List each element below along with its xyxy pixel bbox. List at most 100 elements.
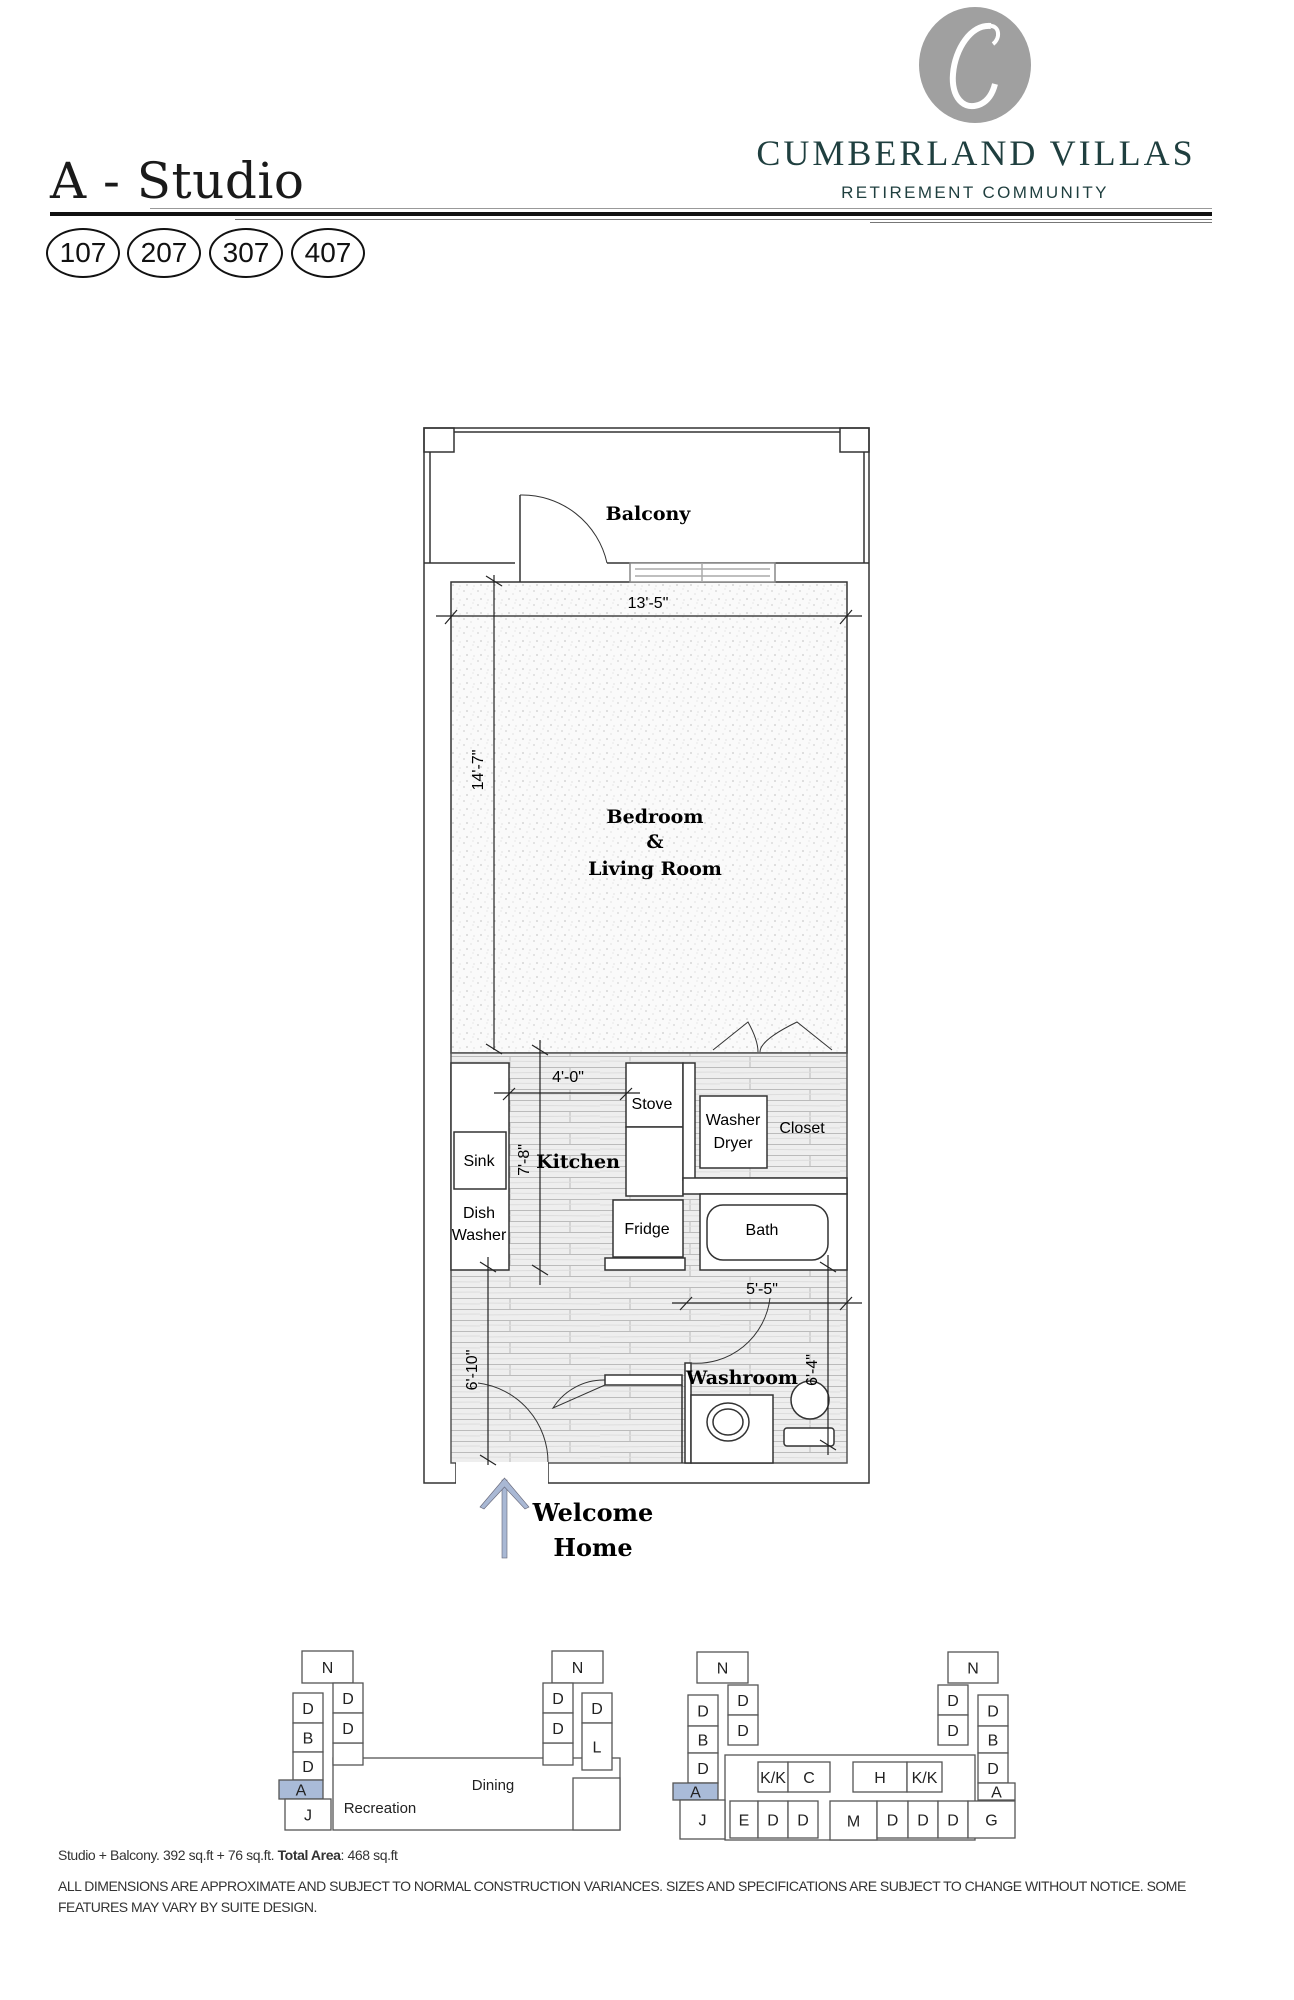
key-plan-label: D bbox=[342, 1721, 354, 1738]
key-plan-area-label: Recreation bbox=[344, 1800, 417, 1817]
key-plan-unit bbox=[757, 1761, 789, 1793]
key-plan-label: K/K bbox=[912, 1770, 938, 1787]
key-plan-unit bbox=[284, 1798, 332, 1831]
fixture-dishwasher-line2: Washer bbox=[452, 1227, 507, 1244]
building-key-plans: NDBDAJDDNDDDLRecreationDiningNDBDAJDDK/K… bbox=[278, 1650, 1016, 1841]
brand-tagline: RETIREMENT COMMUNITY bbox=[841, 183, 1109, 202]
key-plan-unit bbox=[937, 1684, 969, 1716]
key-plan-label: A bbox=[991, 1785, 1002, 1802]
room-label-washroom: Washroom bbox=[685, 1367, 798, 1389]
dimension-washroom-depth: 6'-4" bbox=[804, 1354, 821, 1386]
key-plan-label: D bbox=[917, 1813, 929, 1830]
key-plan-label: B bbox=[303, 1731, 314, 1748]
key-plan-label: D bbox=[887, 1813, 899, 1830]
key-plan-unit bbox=[542, 1742, 574, 1766]
key-plan-label: D bbox=[552, 1691, 564, 1708]
total-area-label: Total Area bbox=[277, 1847, 341, 1863]
room-label-bedroom-amp: & bbox=[646, 831, 663, 853]
key-plan-label: D bbox=[342, 1691, 354, 1708]
total-area-value: : 468 sq.ft bbox=[340, 1847, 398, 1863]
key-plan-unit bbox=[332, 1742, 364, 1766]
unit-number: 307 bbox=[209, 228, 283, 278]
page-title: A - Studio bbox=[50, 152, 305, 210]
key-plan-unit bbox=[542, 1712, 574, 1744]
fixture-sink: Sink bbox=[463, 1153, 495, 1170]
key-plan-unit bbox=[906, 1761, 943, 1793]
entry-label-line2: Home bbox=[553, 1533, 632, 1562]
key-plan-unit bbox=[581, 1722, 613, 1771]
key-plan-label: D bbox=[947, 1813, 959, 1830]
title-rule-thin bbox=[870, 222, 1212, 223]
key-plan-unit bbox=[332, 1757, 621, 1831]
fixture-fridge: Fridge bbox=[624, 1221, 669, 1238]
dimension-bedroom-depth: 14'-7" bbox=[470, 750, 487, 791]
key-plan-label: A bbox=[296, 1783, 307, 1800]
key-plan-label: D bbox=[987, 1761, 999, 1778]
floor-plan: Balcony Bedroom & Living Room Kitchen Wa… bbox=[423, 427, 870, 1562]
key-plan-unit bbox=[696, 1651, 749, 1684]
key-plan-unit bbox=[977, 1782, 1016, 1801]
dimension-entry-depth: 6'-10" bbox=[464, 1350, 481, 1391]
key-plan-label: D bbox=[947, 1693, 959, 1710]
key-plan-unit bbox=[727, 1684, 759, 1716]
key-plan-unit bbox=[787, 1761, 831, 1793]
key-plan-unit bbox=[572, 1777, 621, 1831]
key-plan-label: J bbox=[699, 1813, 707, 1830]
key-plan-unit bbox=[852, 1761, 908, 1793]
key-plan-unit bbox=[581, 1692, 613, 1724]
title-rule bbox=[50, 212, 1212, 216]
key-plan-unit bbox=[332, 1682, 364, 1714]
key-plan-unit bbox=[937, 1714, 969, 1746]
key-plan-label: D bbox=[697, 1704, 709, 1721]
logo-monogram bbox=[919, 7, 1031, 123]
title-rule-thin bbox=[235, 219, 1212, 220]
key-plan-label: H bbox=[874, 1770, 886, 1787]
key-plan-unit bbox=[542, 1682, 574, 1714]
unit-number: 207 bbox=[127, 228, 201, 278]
dimension-kitchen-width: 4'-0" bbox=[552, 1069, 584, 1086]
dimension-kitchen-depth: 7'-8" bbox=[516, 1144, 533, 1176]
room-label-bedroom: Bedroom bbox=[607, 806, 704, 828]
key-plan-unit bbox=[829, 1800, 878, 1841]
key-plan-unit bbox=[292, 1722, 324, 1753]
key-plan-unit bbox=[787, 1800, 819, 1839]
entry-label-line1: Welcome bbox=[532, 1498, 654, 1527]
key-plan-label: J bbox=[304, 1808, 312, 1825]
fixture-closet: Closet bbox=[779, 1120, 825, 1137]
key-plan-unit bbox=[727, 1714, 759, 1746]
fixture-bath: Bath bbox=[746, 1222, 779, 1239]
key-plan-label: D bbox=[947, 1723, 959, 1740]
key-plan-label: N bbox=[322, 1660, 334, 1677]
key-plan-label: E bbox=[739, 1813, 750, 1830]
fixture-washer: Washer bbox=[706, 1112, 761, 1129]
key-plan-label: D bbox=[797, 1813, 809, 1830]
key-plan-label: L bbox=[593, 1740, 602, 1757]
room-label-balcony: Balcony bbox=[606, 503, 692, 525]
unit-number: 107 bbox=[46, 228, 120, 278]
key-plan-unit bbox=[977, 1694, 1009, 1727]
key-plan-label: C bbox=[803, 1770, 815, 1787]
dimension-washroom-width: 5'-5" bbox=[746, 1281, 778, 1298]
key-plan-unit bbox=[977, 1752, 1009, 1784]
room-label-living-room: Living Room bbox=[588, 858, 722, 880]
disclaimer: ALL DIMENSIONS ARE APPROXIMATE AND SUBJE… bbox=[58, 1878, 1186, 1915]
dimension-bedroom-width: 13'-5" bbox=[628, 595, 669, 612]
key-plan-label: M bbox=[847, 1814, 860, 1831]
key-plan-unit bbox=[876, 1800, 909, 1839]
brand-name: CUMBERLAND VILLAS bbox=[756, 133, 1196, 173]
key-plan-label: D bbox=[552, 1721, 564, 1738]
key-plan-label: N bbox=[572, 1660, 584, 1677]
key-plan-unit bbox=[551, 1650, 604, 1684]
entry-arrow-icon bbox=[479, 1477, 530, 1559]
key-plan-label: A bbox=[690, 1785, 701, 1802]
key-plan-label: K/K bbox=[760, 1770, 786, 1787]
key-plan-area-label: Dining bbox=[472, 1777, 515, 1794]
key-plan-label: D bbox=[737, 1723, 749, 1740]
fixture-stove: Stove bbox=[632, 1096, 673, 1113]
key-plan-label: N bbox=[717, 1661, 729, 1678]
unit-number: 407 bbox=[291, 228, 365, 278]
key-plan-label: D bbox=[987, 1704, 999, 1721]
fixture-dishwasher-line1: Dish bbox=[463, 1205, 495, 1222]
key-plan-unit bbox=[679, 1799, 726, 1840]
room-label-kitchen: Kitchen bbox=[536, 1151, 620, 1173]
